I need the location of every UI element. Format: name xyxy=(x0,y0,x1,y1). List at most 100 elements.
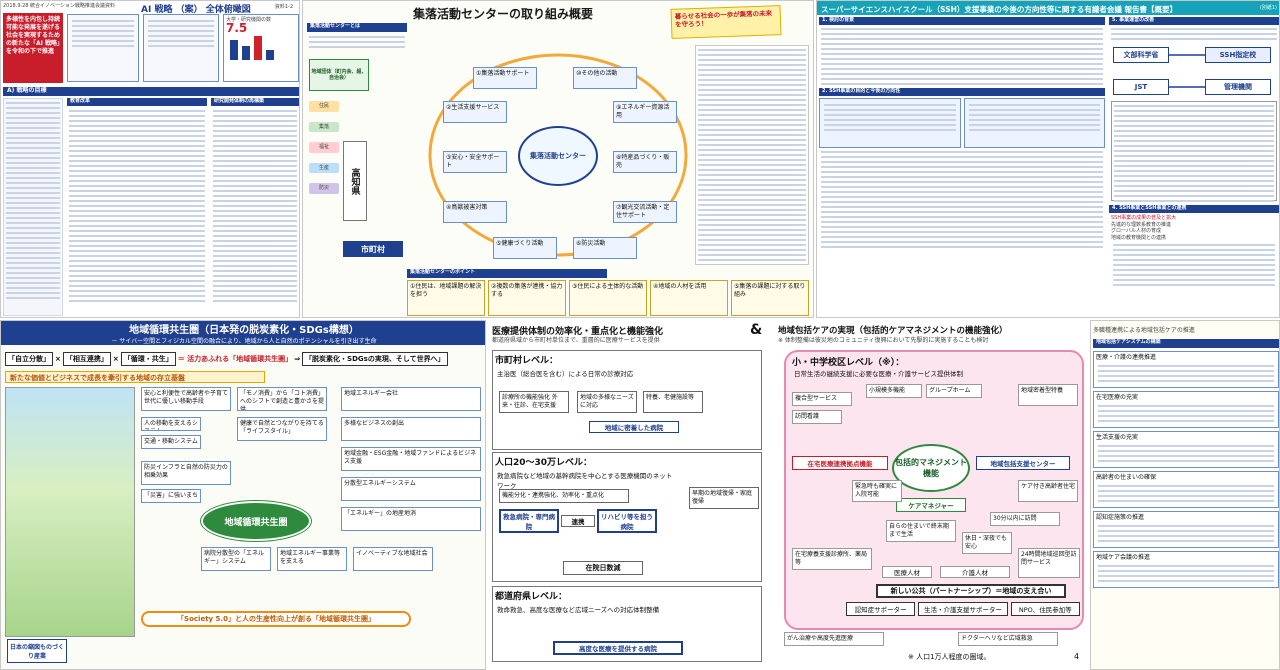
care-fukugou: 複合型サービス xyxy=(792,392,852,406)
care-pop-level: 人口20〜30万レベル： xyxy=(495,458,593,468)
hokatsu-box-3-label: 生活支援の充実 xyxy=(1096,434,1139,441)
care-diverse: 地域の多様なニーズに対応 xyxy=(577,391,637,413)
junkan-item-9-label: 多様なビジネスの創出 xyxy=(344,420,405,427)
shuraku-node-10-label: ⑩その他の活動 xyxy=(576,70,618,77)
ssh-right-col: 5. 事業運営の改善 文部科学省 SSH指定校 JST 管理機関 4. SSH事… xyxy=(1109,17,1279,317)
junkan-formula-5: 「循環・共生」 xyxy=(120,352,176,366)
hokatsu-panel: 多職種連携による地域包括ケアの推進 地域包括ケアシステムの構築 医療・介護の連携… xyxy=(1090,320,1280,670)
care-kaigo-jinzai-label: 介護人材 xyxy=(962,569,988,577)
shuraku-point-5-label: ⑤集落の課題に対する取り組み xyxy=(734,283,806,298)
care-houmon-kango: 訪問看護 xyxy=(792,410,842,424)
care-gan: がん治療や高度先進医療 xyxy=(784,632,884,646)
care-houmon-kango-label: 訪問看護 xyxy=(795,413,820,420)
junkan-item-6: 防災インフラと自然の防災力の相乗効果 xyxy=(141,461,231,485)
care-30min: 30分以内に訪問 xyxy=(990,512,1060,526)
junkan-formula-4: × xyxy=(112,355,119,363)
ssh-school: SSH指定校 xyxy=(1205,47,1271,63)
shuraku-node-1: ①集落活動サポート xyxy=(473,67,537,89)
care-caremanager-label: ケアマネジャー xyxy=(908,502,954,510)
shuraku-side-label-3: 福祉 xyxy=(309,142,339,153)
shuraku-ellipse xyxy=(428,53,688,257)
care-kourei-jutaku-label: ケア付き高齢者住宅 xyxy=(1021,483,1076,490)
care-npo-label: NPO、住民参加等 xyxy=(1018,606,1072,614)
hokatsu-box-6: 地域ケア会議の推進 xyxy=(1093,551,1279,588)
care-grouphome-label: グループホーム xyxy=(929,387,971,394)
ai-red-box-text: 多様性を内包し持続可能な発展を遂げる社会を実現するための新たな「AI 戦略」を令… xyxy=(6,16,61,55)
care-kourei-jutaku: ケア付き高齢者住宅 xyxy=(1018,480,1078,502)
care-panel: 医療提供体制の効率化・重点化と機能強化 & 地域包括ケアの実現（包括的ケアマネジ… xyxy=(488,320,1088,670)
shuraku-city: 市町村 xyxy=(343,241,403,257)
ssh-section-5: 5. 事業運営の改善 xyxy=(1109,17,1279,25)
care-rehab-label: リハビリ等を担う病院 xyxy=(601,513,653,531)
ai-top-box-2 xyxy=(143,14,219,82)
ai-top-box-1 xyxy=(67,14,139,82)
care-kinou-label: 機能分化・連携強化、効率化・重点化 xyxy=(502,492,605,499)
care-local-hospital-label: 地域に密着した病院 xyxy=(604,424,664,432)
ssh-mext: 文部科学省 xyxy=(1113,47,1169,63)
ssh-jst-label: JST xyxy=(1134,83,1148,91)
care-local-hospital: 地域に密着した病院 xyxy=(589,421,679,433)
care-seikatsu: 生活・介護支援サポーター xyxy=(918,602,1008,616)
ssh-section-4: 4. SSH事業とSSH事業との連携 xyxy=(1109,205,1279,213)
shuraku-prefecture: 高知県 xyxy=(343,141,367,221)
shuraku-region-group-label: 地域団体（町内会、組、自治会） xyxy=(311,68,367,82)
shuraku-point-4: ④地域の人材を活用 xyxy=(650,280,728,316)
care-school-block: 小・中学校区レベル（※）： 日常生活の継続支援に必要な医療・介護サービス提供体制… xyxy=(784,350,1084,630)
shuraku-point-3: ③住民による主体的な活動 xyxy=(569,280,647,316)
care-school-desc: 日常生活の継続支援に必要な医療・介護サービス提供体制 xyxy=(794,370,963,378)
junkan-center-oval: 地域循環共生圏 xyxy=(201,501,311,541)
care-renkei: 連携 xyxy=(561,515,595,527)
care-tokuyou: 特養、老健施設等 xyxy=(643,391,703,413)
junkan-formula: 「自立分散」 × 「相互連携」 × 「循環・共生」 ＝ 活力あふれる「地域循環共… xyxy=(5,351,483,367)
junkan-subtitle: － サイバー空間とフィジカル空間の融合により、地域から人と自然のポテンシャルを引… xyxy=(111,338,377,345)
care-heli: ドクターヘリなど広域救急 xyxy=(958,632,1058,646)
junkan-item-2-label: 「モノ消費」から「コト消費」へのシフトで創造と豊かさを提供 xyxy=(240,390,325,411)
shuraku-center-label: 集落活動センター xyxy=(530,152,586,160)
care-sumai: 自らの住まいで終末期まで生活 xyxy=(886,520,956,542)
ai-edu-header: 教育改革 xyxy=(67,98,207,106)
ssh-bullet-4: 地域の教育機関との連携 xyxy=(1111,234,1166,241)
care-supporters: 認知症サポーター 生活・介護支援サポーター NPO、住民参加等 xyxy=(846,602,1080,616)
shuraku-left-text xyxy=(307,33,407,55)
care-hokatsu-center: 地域包括支援センター xyxy=(976,456,1070,470)
junkan-item-14-label: 地域エネルギー事業等を支える xyxy=(280,550,341,565)
shuraku-point-3-label: ③住民による主体的な活動 xyxy=(572,283,644,290)
ai-top-boxes: 大学・研究機関の数 7.5 xyxy=(67,14,299,84)
hokatsu-header: 地域包括ケアシステムの構築 xyxy=(1093,339,1279,348)
care-renkei-label: 連携 xyxy=(571,518,585,526)
shuraku-left-header: 集落活動センターとは xyxy=(307,23,407,32)
ssh-box-a xyxy=(819,98,961,148)
care-zaitaku-shien: 在宅療養支援診療所、薬局等 xyxy=(792,548,872,570)
shuraku-panel: 集落活動センターの取り組み概要 暮らせる社会の一歩が集落の未来を守ろう！ 集落活… xyxy=(302,0,814,318)
junkan-item-6-label: 防災インフラと自然の防災力の相乗効果 xyxy=(144,464,228,479)
care-iryo-jinzai-label: 医療人材 xyxy=(894,569,920,577)
ai-research-header: 研究開発体制の再構築 xyxy=(211,98,299,106)
hokatsu-box-1-label: 医療・介護の連携推進 xyxy=(1096,354,1157,361)
shuraku-node-7-label: ⑦観光交流活動・定住サポート xyxy=(616,204,670,219)
junkan-title: 地域循環共生圏（日本発の脱炭素化・SDGs構想） xyxy=(129,325,359,336)
junkan-item-1: 安心と利便性で高齢者や子育て世代に優しい移動手段 xyxy=(141,387,231,411)
care-pref-level: 都道府県レベル： xyxy=(495,592,568,602)
ai-edu-body xyxy=(67,107,207,315)
hokatsu-box-3: 生活支援の充実 xyxy=(1093,431,1279,468)
hokatsu-box-2: 在宅医療の充実 xyxy=(1093,391,1279,428)
junkan-item-10: 地域金融・ESG金融・地域ファンドによるビジネス支援 xyxy=(341,447,481,471)
junkan-formula-3: 「相互連携」 xyxy=(62,352,111,366)
shuraku-points: ①住民は、地域課題の解決を担う ②複数の集落が連携・協力する ③住民による主体的… xyxy=(407,280,809,316)
shuraku-node-2-label: ②生活支援サービス xyxy=(446,104,500,111)
ssh-mext-label: 文部科学省 xyxy=(1123,51,1159,59)
care-clinic: 診療所の機能強化 外来・往診、在宅支援 xyxy=(499,391,569,413)
shuraku-point-5: ⑤集落の課題に対する取り組み xyxy=(731,280,809,316)
ssh-section-2-body xyxy=(819,98,1105,148)
hokatsu-box-2-label: 在宅医療の充実 xyxy=(1096,394,1139,401)
ssh-jst: JST xyxy=(1113,79,1169,95)
shuraku-point-1: ①住民は、地域課題の解決を担う xyxy=(407,280,485,316)
junkan-item-11: 分散型エネルギーシステム xyxy=(341,477,481,501)
junkan-item-14: 地域エネルギー事業等を支える xyxy=(277,547,347,571)
ai-stat-bars xyxy=(230,35,274,60)
care-24h: 24時間地域巡回型訪問サービス xyxy=(1018,548,1080,578)
care-city-desc: 主治医（総合医を含む）による日常の診療対応 xyxy=(497,370,634,378)
junkan-formula-7: ⇒ xyxy=(294,355,301,363)
junkan-bottom-label: 「Society 5.0」と人の生産性向上が創る「地域循環共生圏」 xyxy=(177,615,375,623)
